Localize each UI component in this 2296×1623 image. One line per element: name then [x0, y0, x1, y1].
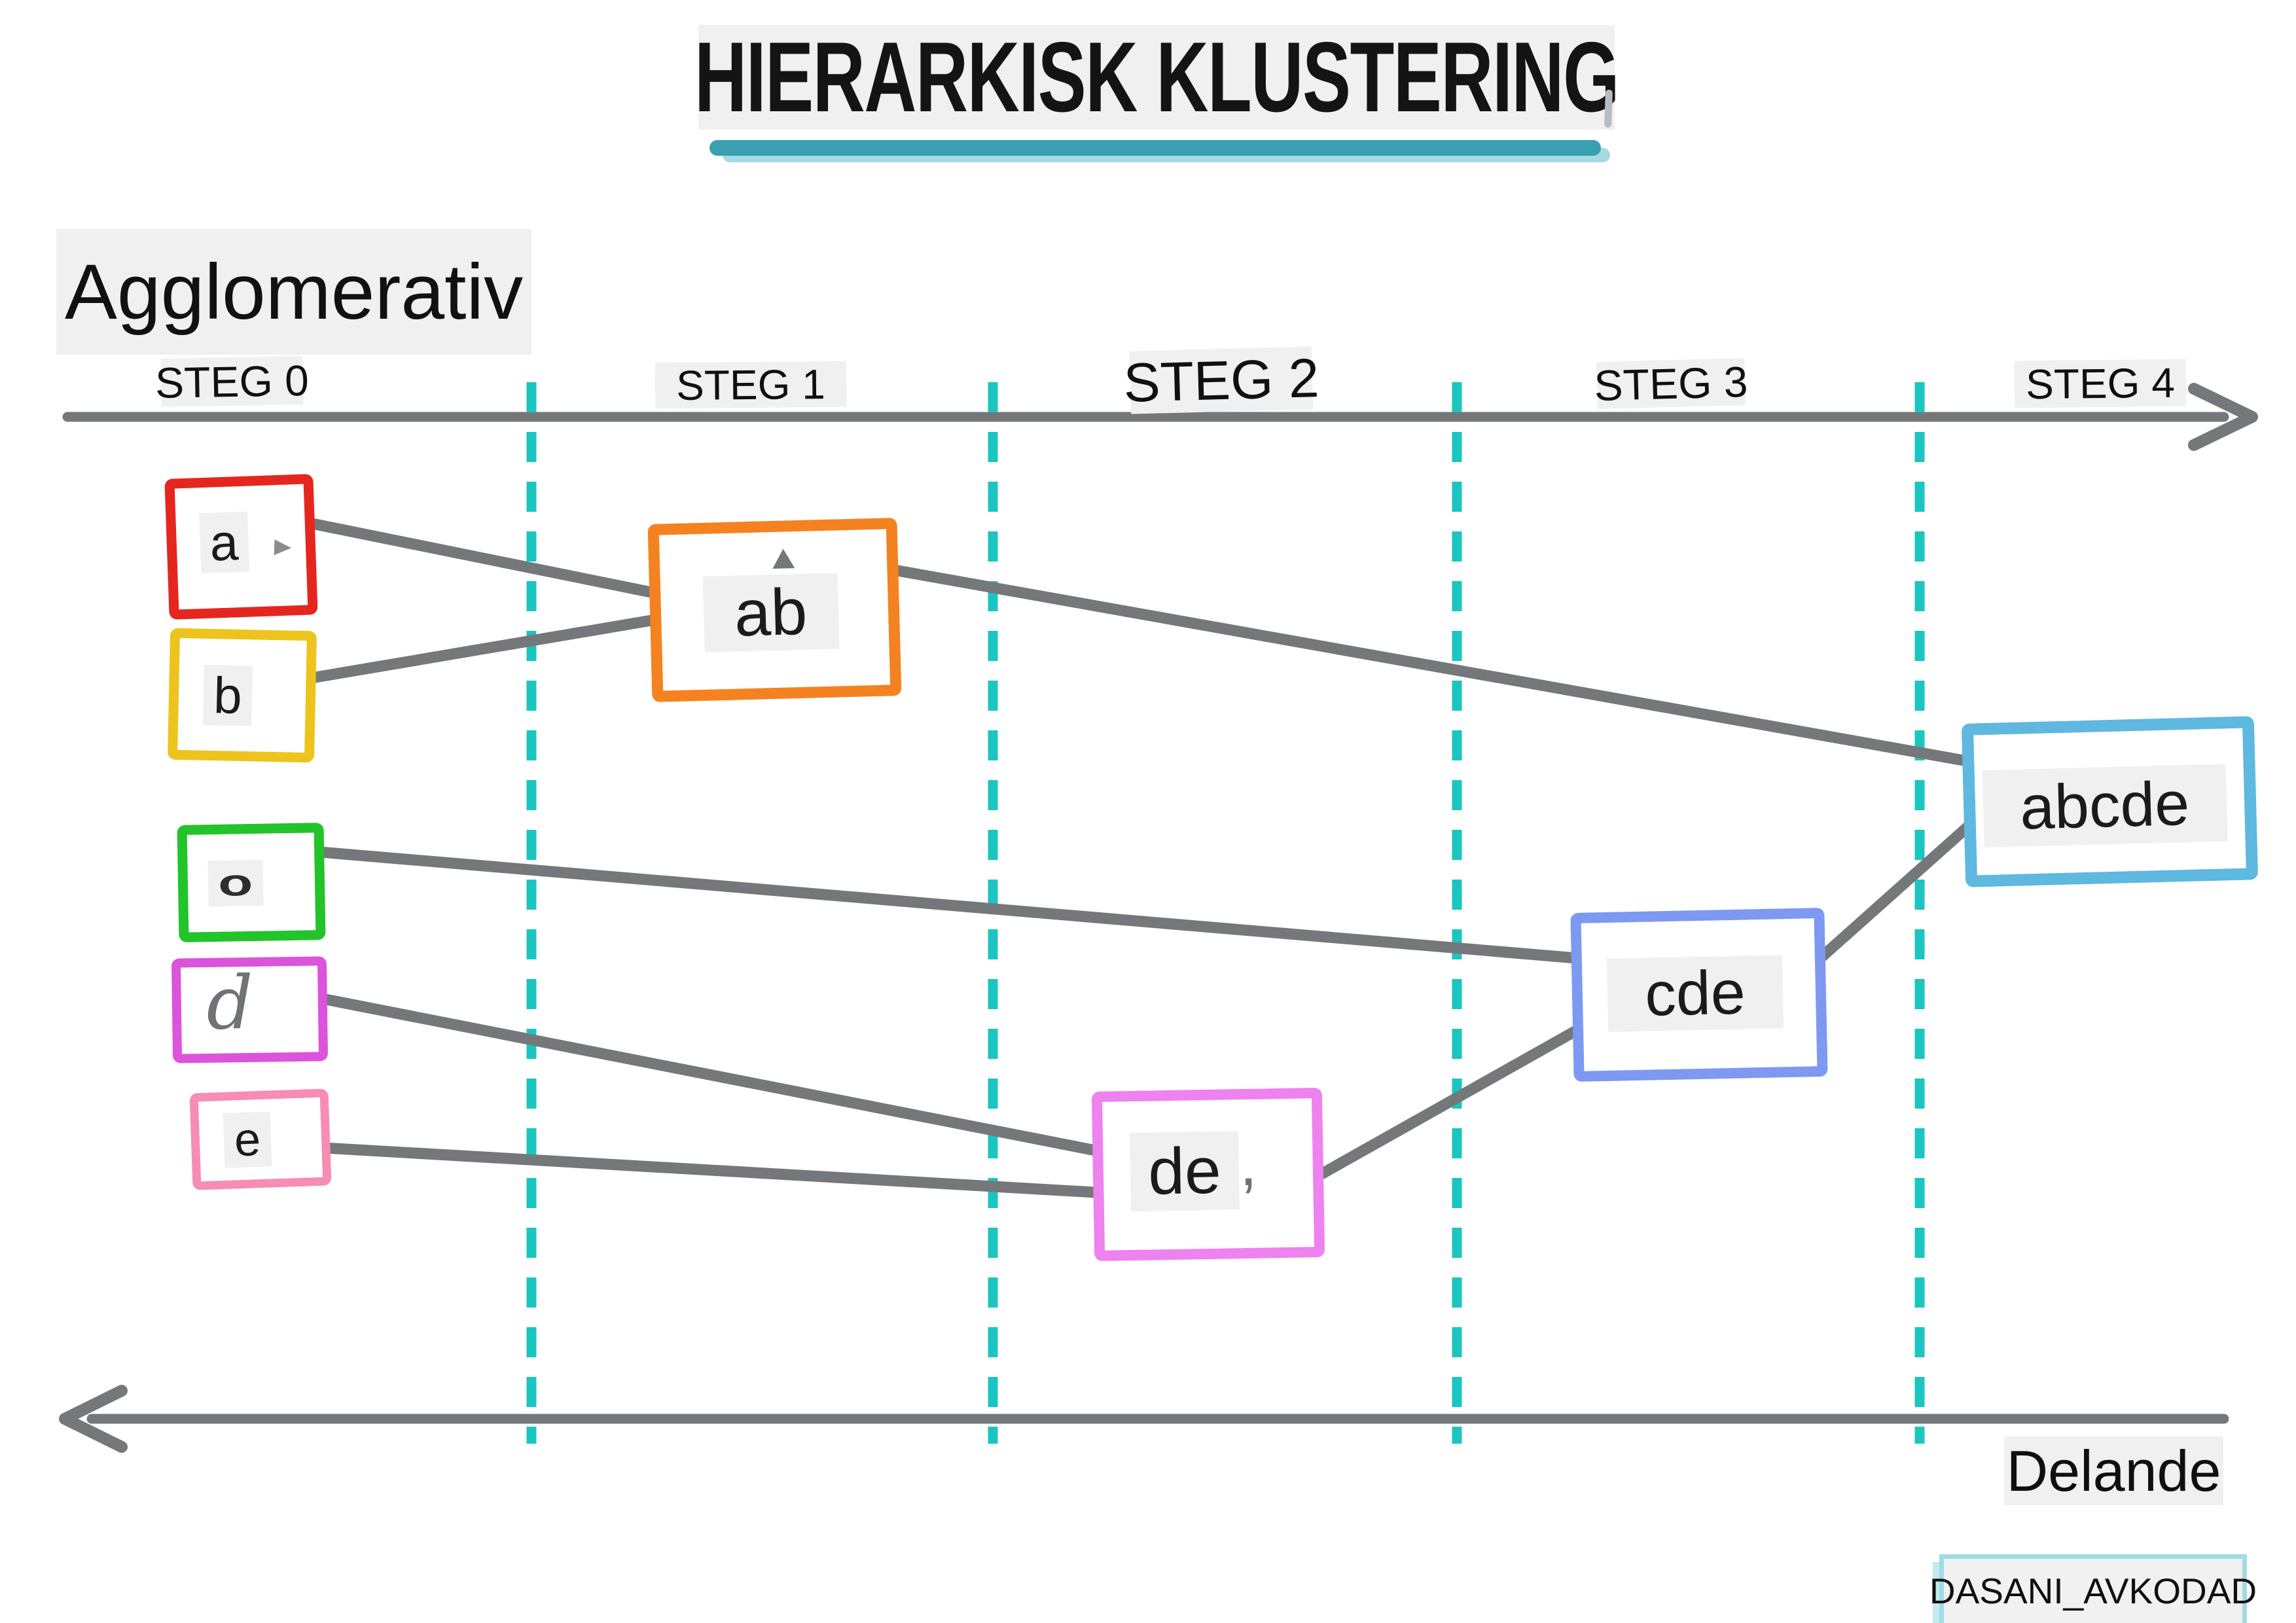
node-abcde-label: abcde: [1982, 764, 2228, 848]
edge-c-cde: [299, 845, 1582, 964]
node-e-box: e: [189, 1088, 332, 1190]
node-de-box: de ,: [1091, 1087, 1325, 1262]
node-ab-box: ab: [647, 518, 902, 702]
pen-stray-mark: [1604, 89, 1613, 128]
axis-bottom-arrowhead-icon: [59, 1385, 128, 1453]
edge-e-de: [307, 1141, 1102, 1198]
node-cde-label: cde: [1606, 955, 1784, 1032]
method-label: Agglomerativ: [56, 229, 531, 355]
step-label-1: STEG 1: [655, 361, 847, 409]
edge-ab-abcde: [870, 561, 1973, 767]
node-a-box: a: [164, 474, 318, 620]
node-a-label: a: [198, 511, 249, 573]
title-underline: [709, 140, 1601, 156]
edge-a-ab: [290, 514, 657, 598]
watermark-badge: DASANI_AVKODAD: [1929, 1554, 2257, 1623]
node-b-label: b: [203, 664, 253, 726]
direction-label: Delande: [2004, 1436, 2223, 1505]
node-b-box: b: [167, 628, 317, 763]
pen-caret-icon: [772, 548, 795, 569]
page-title-text: HIERARKISK KLUSTERING: [694, 21, 1619, 133]
axis-top-arrowhead-icon: [2188, 383, 2258, 451]
step-label-3: STEG 3: [1593, 357, 1749, 410]
pen-tick-icon: [274, 539, 292, 556]
edge-de-cde: [1295, 1026, 1581, 1192]
node-e-label: e: [223, 1111, 272, 1168]
page-title: HIERARKISK KLUSTERING: [694, 22, 1619, 133]
node-cde-box: cde: [1570, 907, 1828, 1082]
node-c-label: o: [207, 859, 264, 906]
step-label-2: STEG 2: [1122, 346, 1320, 414]
node-de-label: de: [1129, 1130, 1240, 1211]
node-c-box: o: [177, 823, 326, 942]
edge-b-ab: [290, 615, 657, 687]
node-d-box: d: [171, 956, 329, 1063]
node-d-label: d: [206, 960, 255, 1046]
pen-comma-mark: ,: [1238, 1128, 1258, 1200]
step-label-4: STEG 4: [2014, 359, 2187, 408]
step-label-0: STEG 0: [154, 355, 310, 408]
edge-d-de: [303, 990, 1102, 1156]
node-abcde-box: abcde: [1961, 716, 2259, 887]
edge-cde-abcde: [1794, 820, 1975, 982]
node-ab-label: ab: [702, 573, 840, 652]
